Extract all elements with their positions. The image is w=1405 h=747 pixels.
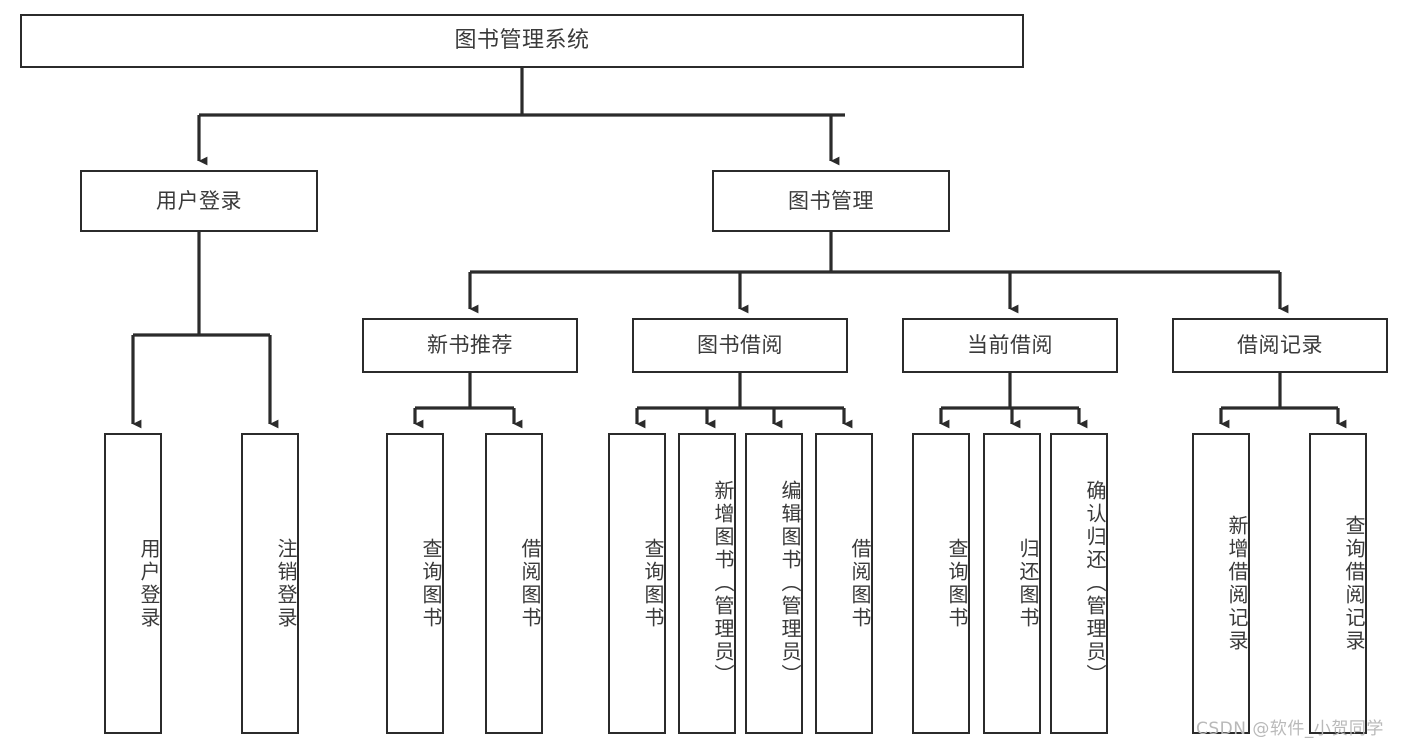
node-leaf-user-login-label: 用户登录 — [137, 537, 161, 630]
node-borrow-record-label: 借阅记录 — [1237, 333, 1323, 358]
node-current-borrow-label: 当前借阅 — [967, 333, 1053, 358]
node-leaf-add-record-label: 新增借阅记录 — [1225, 514, 1249, 653]
node-leaf-add-book-label: 新增图书（管理员） — [711, 480, 735, 687]
node-root[interactable]: 图书管理系统 — [20, 14, 1024, 68]
node-leaf-query-book-2[interactable]: 查询图书 — [608, 433, 666, 734]
node-leaf-confirm-return[interactable]: 确认归还（管理员） — [1050, 433, 1108, 734]
node-leaf-query-book-1[interactable]: 查询图书 — [386, 433, 444, 734]
node-leaf-edit-book[interactable]: 编辑图书（管理员） — [745, 433, 803, 734]
node-leaf-borrow-book-2-label: 借阅图书 — [848, 537, 872, 630]
node-leaf-add-record[interactable]: 新增借阅记录 — [1192, 433, 1250, 734]
node-book-borrow-label: 图书借阅 — [697, 333, 783, 358]
node-book-borrow[interactable]: 图书借阅 — [632, 318, 848, 373]
node-leaf-user-login[interactable]: 用户登录 — [104, 433, 162, 734]
node-leaf-edit-book-label: 编辑图书（管理员） — [778, 480, 802, 687]
node-leaf-borrow-book-2[interactable]: 借阅图书 — [815, 433, 873, 734]
node-leaf-query-book-3-label: 查询图书 — [945, 537, 969, 630]
node-user-login-label: 用户登录 — [156, 188, 242, 213]
node-leaf-user-logout-label: 注销登录 — [274, 537, 298, 630]
node-new-book-rec[interactable]: 新书推荐 — [362, 318, 578, 373]
node-leaf-query-record-label: 查询借阅记录 — [1342, 514, 1366, 653]
node-book-manage[interactable]: 图书管理 — [712, 170, 950, 232]
node-root-label: 图书管理系统 — [454, 28, 590, 54]
node-leaf-return-book-label: 归还图书 — [1016, 537, 1040, 630]
csdn-watermark: CSDN @软件_小贺同学 — [1196, 719, 1384, 739]
node-user-login[interactable]: 用户登录 — [80, 170, 318, 232]
node-leaf-return-book[interactable]: 归还图书 — [983, 433, 1041, 734]
node-leaf-confirm-return-label: 确认归还（管理员） — [1083, 480, 1107, 687]
node-leaf-add-book[interactable]: 新增图书（管理员） — [678, 433, 736, 734]
node-leaf-borrow-book-1-label: 借阅图书 — [518, 537, 542, 630]
node-leaf-query-record[interactable]: 查询借阅记录 — [1309, 433, 1367, 734]
node-leaf-query-book-2-label: 查询图书 — [641, 537, 665, 630]
node-new-book-rec-label: 新书推荐 — [427, 333, 513, 358]
node-book-manage-label: 图书管理 — [788, 188, 874, 213]
node-current-borrow[interactable]: 当前借阅 — [902, 318, 1118, 373]
node-borrow-record[interactable]: 借阅记录 — [1172, 318, 1388, 373]
node-leaf-user-logout[interactable]: 注销登录 — [241, 433, 299, 734]
node-leaf-query-book-1-label: 查询图书 — [419, 537, 443, 630]
node-leaf-borrow-book-1[interactable]: 借阅图书 — [485, 433, 543, 734]
node-leaf-query-book-3[interactable]: 查询图书 — [912, 433, 970, 734]
